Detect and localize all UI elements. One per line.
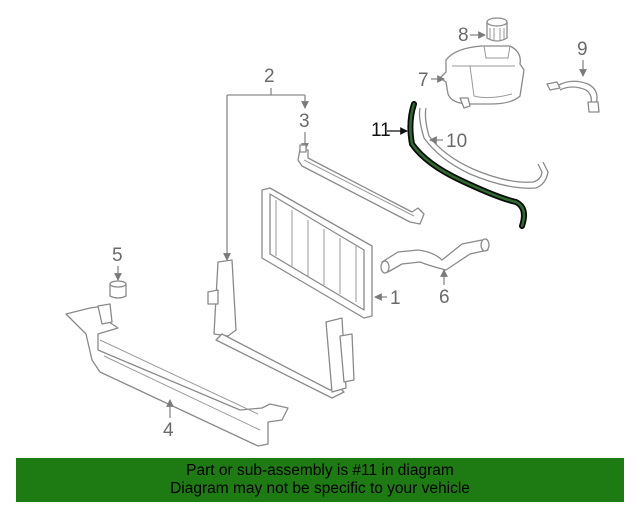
lower-support-part-4[interactable]	[65, 303, 289, 447]
callout-10: 10	[446, 131, 467, 152]
callout-8: 8	[458, 25, 469, 46]
reservoir-cap-part-8[interactable]	[486, 17, 508, 42]
callout-9: 9	[577, 39, 588, 60]
overflow-hose-part-10[interactable]	[418, 107, 549, 189]
callout-4: 4	[163, 420, 174, 441]
callout-3: 3	[299, 111, 310, 132]
callout-5: 5	[112, 245, 123, 266]
banner-line-2: Diagram may not be specific to your vehi…	[170, 480, 470, 497]
banner-line-1: Part or sub-assembly is #11 in diagram	[186, 462, 454, 479]
callout-2: 2	[264, 66, 275, 87]
info-banner: Part or sub-assembly is #11 in diagram D…	[16, 458, 624, 502]
callout-1: 1	[390, 288, 401, 309]
grommet-part-5[interactable]	[109, 280, 127, 299]
reservoir-hose-part-9[interactable]	[546, 80, 600, 113]
radiator-support-side-brackets[interactable]	[207, 259, 355, 399]
callout-7: 7	[418, 70, 429, 91]
upper-support-part-3[interactable]	[297, 144, 425, 225]
callout-6: 6	[439, 287, 450, 308]
coolant-hose-part-11[interactable]	[407, 101, 527, 229]
callout-2-bracket	[223, 88, 309, 261]
radiator-part-1[interactable]	[261, 187, 373, 319]
lower-hose-part-6[interactable]	[380, 238, 490, 274]
callout-11: 11	[371, 120, 391, 141]
coolant-reservoir-part-7[interactable]	[439, 45, 525, 109]
